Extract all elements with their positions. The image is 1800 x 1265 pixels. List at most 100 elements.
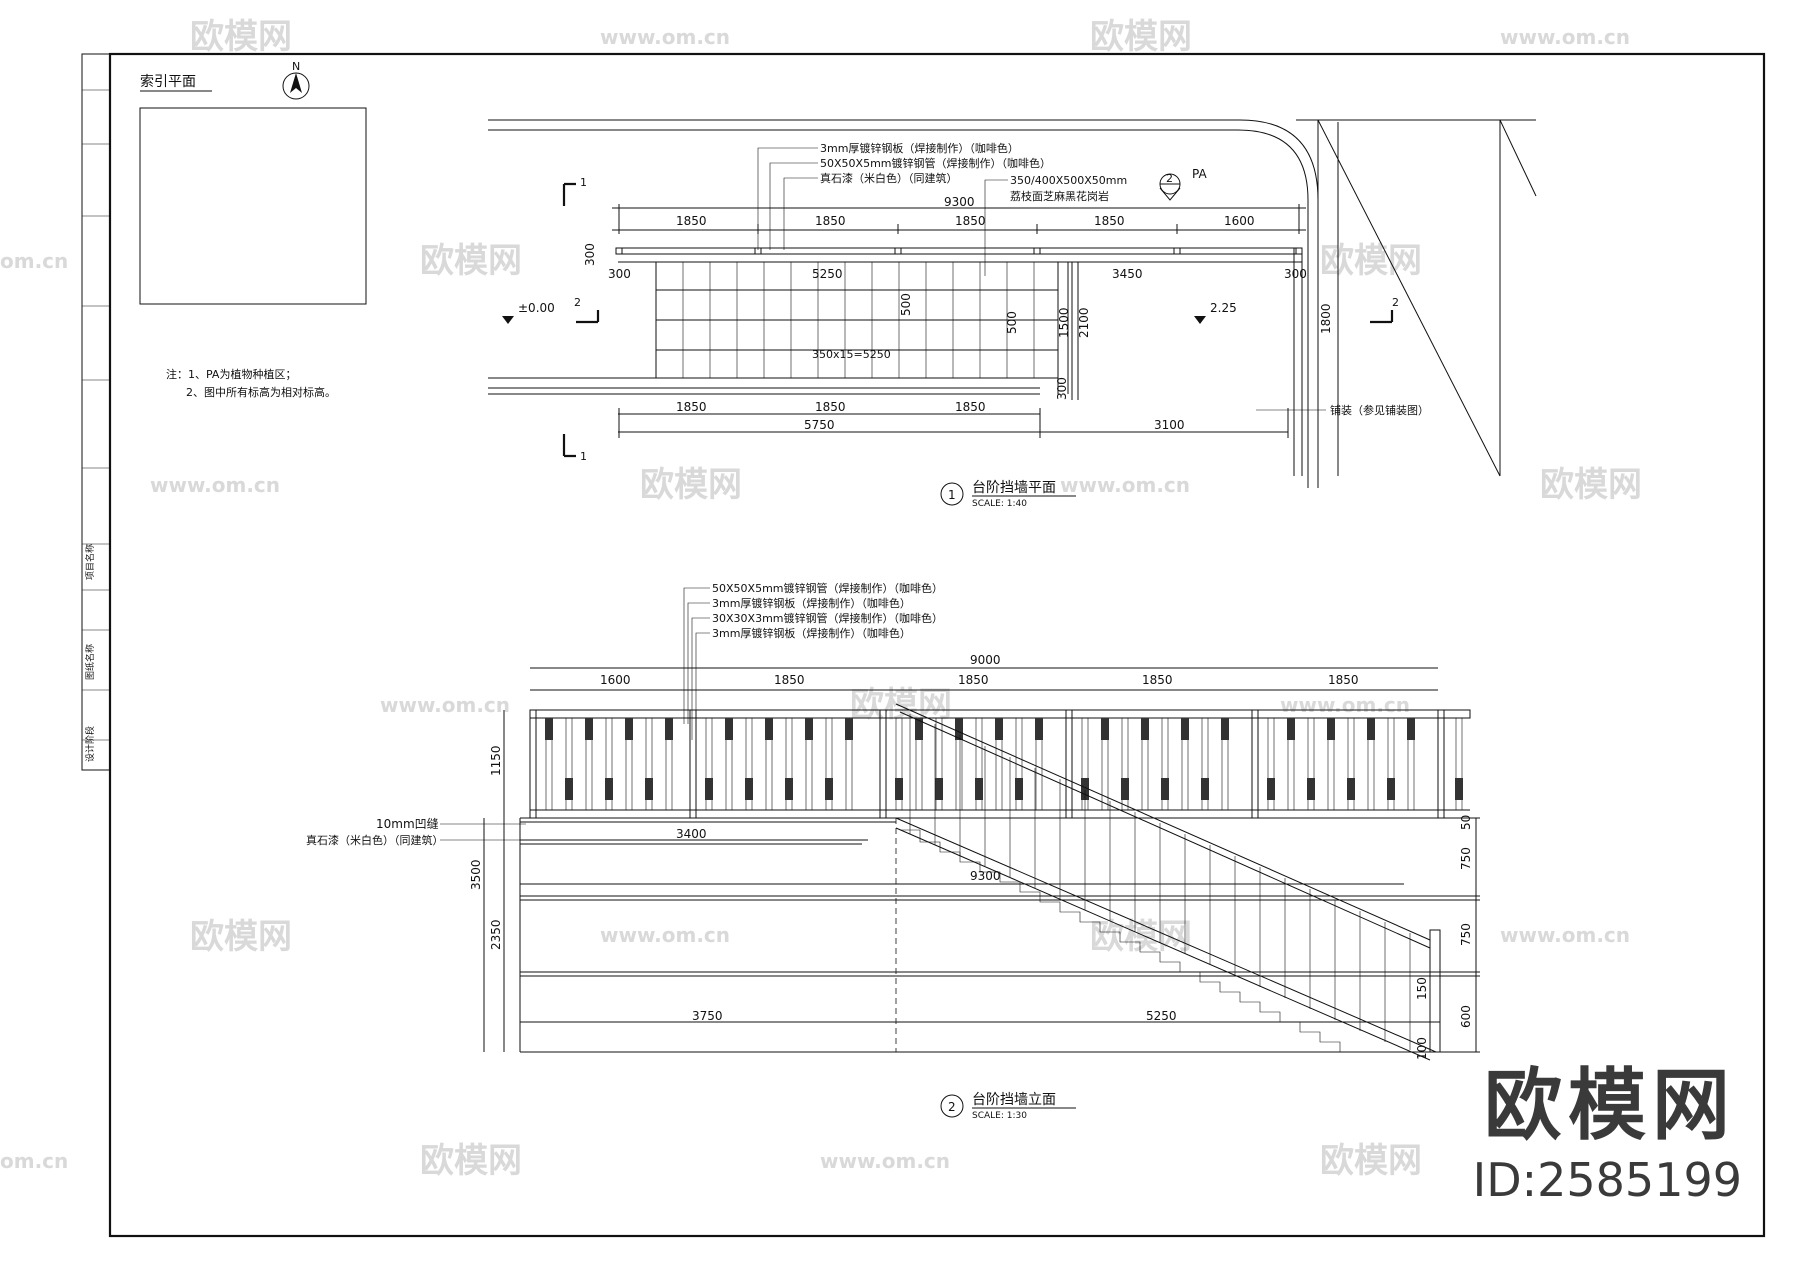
footer-brand: 欧模网 xyxy=(1483,1061,1736,1151)
elevation-view: 9000 1600 1850 1850 1850 1850 xyxy=(306,581,1480,1121)
pa-marker-number: 2 xyxy=(1166,172,1173,185)
plan-dim-top-3: 1850 xyxy=(955,214,986,228)
footer-id: ID:2585199 xyxy=(1472,1153,1742,1207)
title-strip xyxy=(81,53,111,771)
watermark-brand: 欧模网 xyxy=(1090,17,1192,57)
plan-view-scale: SCALE: 1:40 xyxy=(972,499,1027,509)
index-plan-box xyxy=(139,107,367,305)
level-marker-icon xyxy=(1194,316,1206,324)
index-plan-title: 索引平面 xyxy=(140,73,196,90)
plan-dim-mid-1: 300 xyxy=(608,267,631,281)
watermark-brand: 欧模网 xyxy=(420,1141,522,1181)
elev-stair-steps xyxy=(900,829,1341,1052)
plan-dim-top-4: 1850 xyxy=(1094,214,1125,228)
plan-dim-bottom-2: 1850 xyxy=(815,400,846,414)
section-mark-1-top: 1 xyxy=(580,176,587,189)
elev-callout-4: 3mm厚镀锌钢板（焊接制作）（咖啡色） xyxy=(712,626,911,640)
elev-dim-top-5: 1850 xyxy=(1328,673,1359,687)
elev-view-number: 2 xyxy=(948,1100,956,1114)
watermark-brand: 欧模网 xyxy=(1320,1141,1422,1181)
elev-dim-5250: 5250 xyxy=(1146,1009,1177,1023)
elev-dim-top-3: 1850 xyxy=(958,673,989,687)
plan-dim-1800: 1800 xyxy=(1319,303,1333,334)
plan-callout-5: 荔枝面芝麻黑花岗岩 xyxy=(1010,189,1109,203)
plan-callout-4: 350/400X500X50mm xyxy=(1010,174,1127,187)
watermark-brand: 欧模网 xyxy=(190,17,292,57)
elev-dim-right-150: 150 xyxy=(1415,977,1429,1000)
elev-callout-3: 30X30X3mm镀锌钢管（焊接制作）（咖啡色） xyxy=(712,611,943,625)
section-mark-1-bottom: 1 xyxy=(580,450,587,463)
elev-view-scale: SCALE: 1:30 xyxy=(972,1111,1027,1121)
plan-dim-total: 9300 xyxy=(944,195,975,209)
watermark-url: www.om.cn xyxy=(600,923,730,947)
plan-level-0: ±0.00 xyxy=(518,301,555,315)
plan-steps-note: 350x15=5250 xyxy=(812,348,891,361)
watermark-brand: 欧模网 xyxy=(1320,241,1422,281)
section-mark-icon xyxy=(562,434,576,458)
plan-callout-3: 真石漆（米白色）（同建筑） xyxy=(820,171,958,185)
plan-dim-top-1: 1850 xyxy=(676,214,707,228)
plan-view-number: 1 xyxy=(948,488,956,502)
elev-view-title: 台阶挡墙立面 xyxy=(972,1092,1056,1108)
pa-label: PA xyxy=(1192,167,1207,181)
section-mark-icon xyxy=(562,182,576,206)
elev-dim-top-4: 1850 xyxy=(1142,673,1173,687)
plan-view-title: 台阶挡墙平面 xyxy=(972,480,1056,496)
watermark-brand: 欧模网 xyxy=(1540,465,1642,505)
watermark-url: www.om.cn xyxy=(150,473,280,497)
north-label: N xyxy=(292,60,300,73)
elev-end-post xyxy=(1429,929,1441,1053)
plan-callout-1: 3mm厚镀锌钢板（焊接制作）（咖啡色） xyxy=(820,141,1019,155)
watermark-url: www.om.cn xyxy=(1500,923,1630,947)
title-block-stage: 设计阶段 xyxy=(84,726,96,762)
elev-balusters xyxy=(545,717,1463,811)
plan-dim-mid-3: 3450 xyxy=(1112,267,1143,281)
note-2: 2、图中所有标高为相对标高。 xyxy=(186,385,336,399)
plan-side-note: 铺装（参见铺装图） xyxy=(1330,403,1429,417)
section-mark-icon xyxy=(1370,310,1394,324)
elev-dim-9300: 9300 xyxy=(970,869,1001,883)
elev-dim-top-2: 1850 xyxy=(774,673,805,687)
watermark-url: www.om.cn xyxy=(1500,25,1630,49)
elev-dim-right-600: 600 xyxy=(1459,1005,1473,1028)
watermark-url: www.om.cn xyxy=(1060,473,1190,497)
plan-view: 9300 1850 1850 1850 1850 1600 300 5250 3… xyxy=(488,119,1537,509)
elev-callout-1: 50X50X5mm镀锌钢管（焊接制作）（咖啡色） xyxy=(712,581,943,595)
watermark-url: www.om.cn xyxy=(1280,693,1410,717)
watermark-brand: 欧模网 xyxy=(190,917,292,957)
plan-dim-300-v: 300 xyxy=(583,243,597,266)
elev-baluster-plates xyxy=(545,718,1463,800)
elev-dim-top-1: 1600 xyxy=(600,673,631,687)
elev-wall-note-2: 真石漆（米白色）（同建筑） xyxy=(306,833,444,847)
elev-dim-right-750a: 750 xyxy=(1459,847,1473,870)
elev-dim-left-1150: 1150 xyxy=(489,745,503,776)
plan-dim-mid-4: 300 xyxy=(1284,267,1307,281)
elev-dim-total: 9000 xyxy=(970,653,1001,667)
title-block-project: 项目名称 xyxy=(84,544,96,580)
elev-dim-right-750b: 750 xyxy=(1459,923,1473,946)
elev-dim-right-50: 50 xyxy=(1459,815,1473,830)
watermark-brand: 欧模网 xyxy=(420,241,522,281)
title-block-drawing: 图纸名称 xyxy=(84,644,96,680)
plan-dim-500b: 500 xyxy=(1005,311,1019,334)
note-1: 注：1、PA为植物种植区； xyxy=(166,367,296,381)
watermark-url: www.om.cn xyxy=(380,693,510,717)
elev-dim-right-100: 100 xyxy=(1415,1037,1429,1060)
plan-dim-bottom-1: 1850 xyxy=(676,400,707,414)
watermark-short: om.cn xyxy=(0,1149,68,1173)
watermark-url: www.om.cn xyxy=(820,1149,950,1173)
elev-stair-balusters xyxy=(909,714,1411,1050)
plan-step-lines xyxy=(682,262,1035,378)
plan-posts xyxy=(615,247,1303,255)
watermark-url: www.om.cn xyxy=(600,25,730,49)
elev-dim-left-2350: 2350 xyxy=(489,919,503,950)
plan-callout-2: 50X50X5mm镀锌钢管（焊接制作）（咖啡色） xyxy=(820,156,1051,170)
plan-dim-mid-2: 5250 xyxy=(812,267,843,281)
level-marker-icon xyxy=(502,316,514,324)
section-mark-icon xyxy=(576,310,600,324)
title-strip-cells xyxy=(82,89,110,741)
elev-callout-2: 3mm厚镀锌钢板（焊接制作）（咖啡色） xyxy=(712,596,911,610)
plan-dim-bottom-5750: 5750 xyxy=(804,418,835,432)
plan-level-225: 2.25 xyxy=(1210,301,1237,315)
